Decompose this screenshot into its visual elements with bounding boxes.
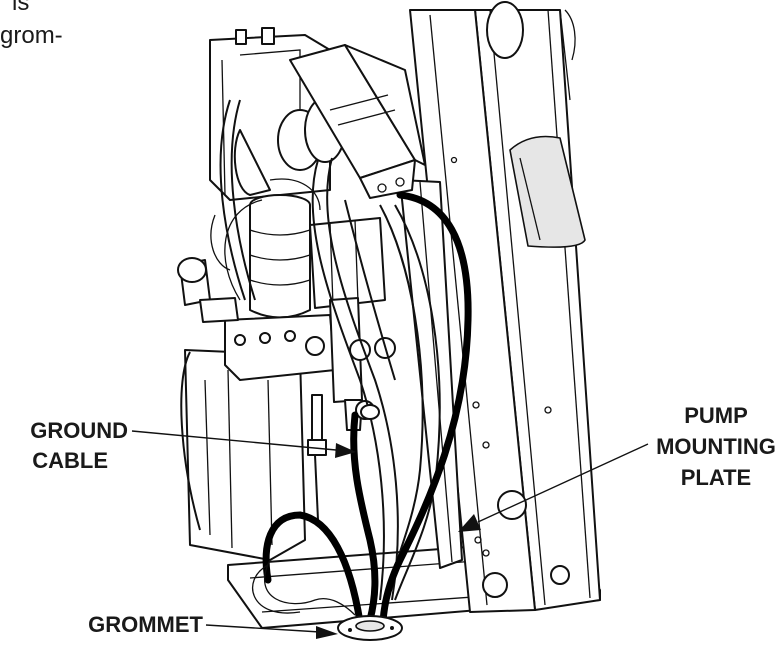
grommet-leader — [205, 624, 321, 633]
pump-plate-label-line1: PUMP — [684, 403, 748, 428]
pump-cylinder — [249, 194, 386, 319]
callout-ground-cable: GROUND CABLE — [30, 418, 356, 473]
fittings — [307, 394, 327, 521]
callout-grommet: GROMMET — [88, 612, 338, 639]
cable-loop — [262, 511, 364, 626]
column — [409, 1, 601, 613]
pump-plate-arrowhead — [458, 514, 481, 532]
ground-cable-arrowhead — [335, 443, 356, 458]
wiring — [210, 178, 356, 616]
ground-lug — [360, 404, 380, 420]
ground-cable-leader — [131, 430, 337, 451]
power-cable — [379, 191, 472, 626]
pump-plate-leader — [477, 443, 649, 523]
grommet — [337, 615, 403, 641]
callout-pump-mounting-plate: PUMP MOUNTING PLATE — [458, 403, 776, 532]
grommet-arrowhead — [316, 626, 338, 639]
control-box — [289, 44, 426, 199]
body-text-line-1: is — [12, 0, 29, 16]
pump-plate-label-line3: PLATE — [681, 465, 751, 490]
pump-plate-label-line2: MOUNTING — [656, 434, 776, 459]
ground-cable-label-line1: GROUND — [30, 418, 128, 443]
ground-cable-label-line2: CABLE — [32, 448, 108, 473]
pump-mounting-plate — [399, 179, 463, 569]
motor — [209, 27, 346, 201]
grommet-label: GROMMET — [88, 612, 203, 637]
body-text-line-2: grom- — [0, 22, 63, 49]
reservoir — [180, 349, 306, 561]
